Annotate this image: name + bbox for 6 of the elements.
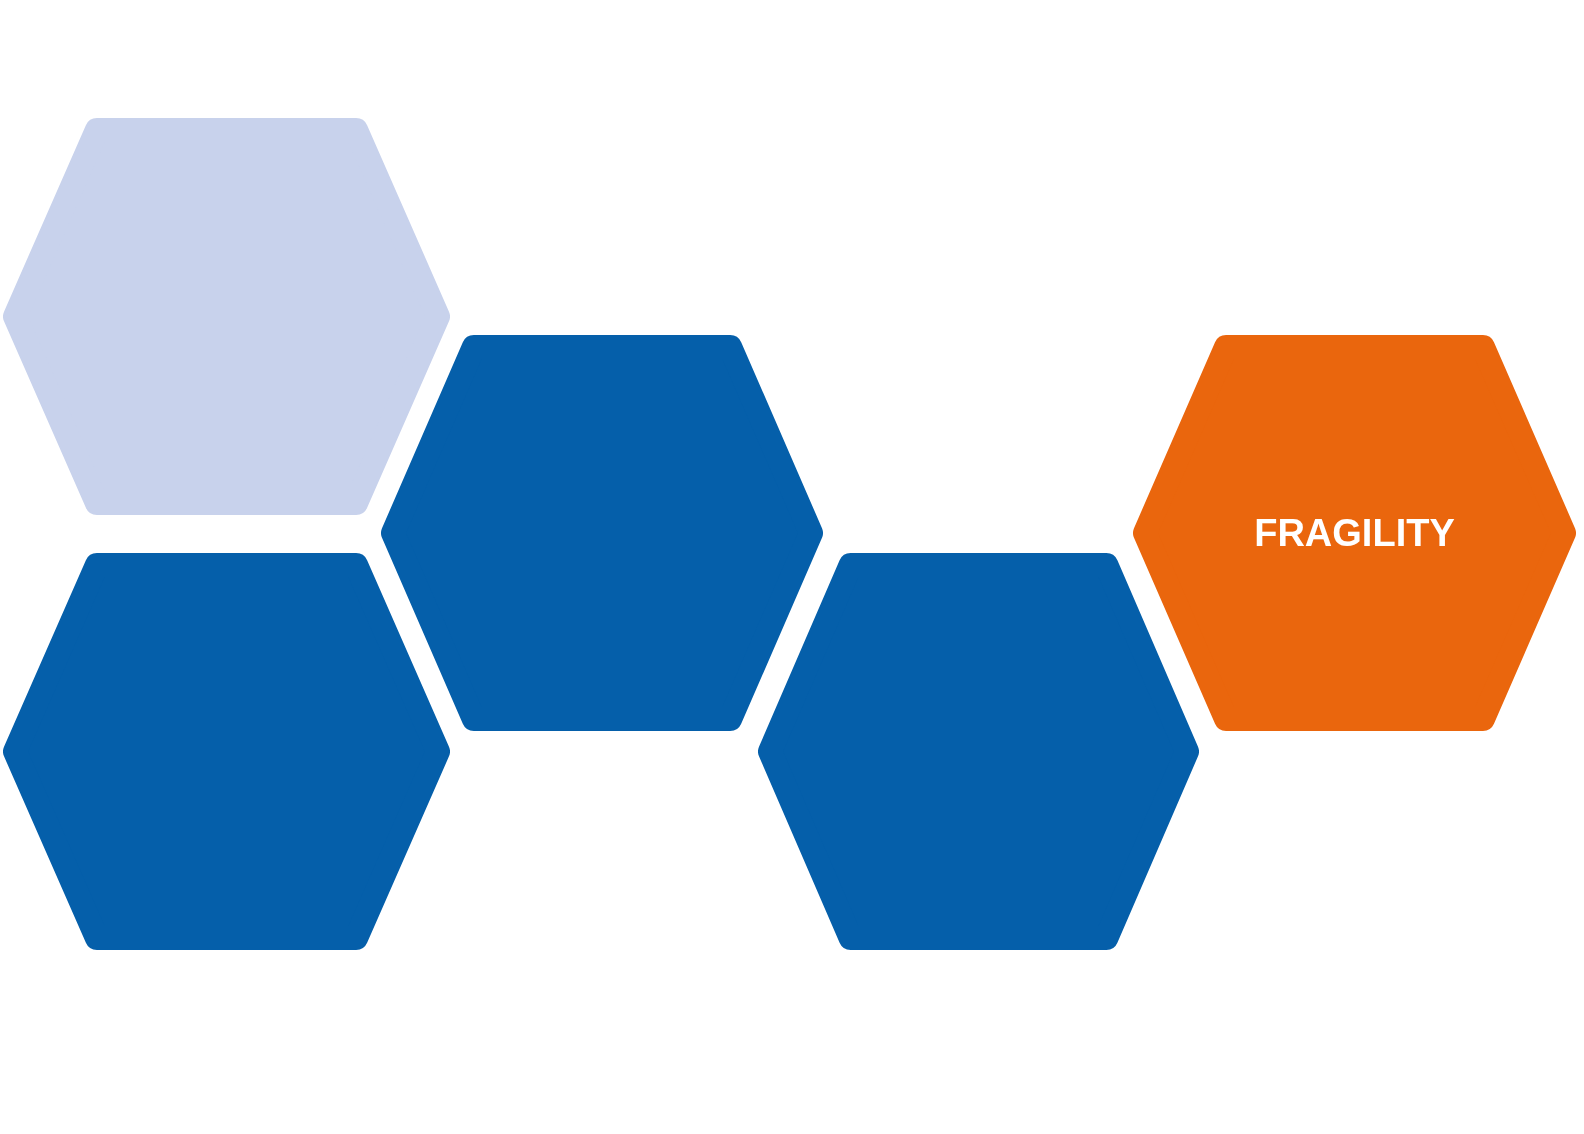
hexagon-shape: [3, 553, 450, 950]
hexagon-shape: [758, 553, 1199, 950]
hexagon-label: FRAGILITY: [1254, 511, 1455, 555]
hexagon-shape: [3, 118, 450, 515]
label-hexagon: [1133, 335, 1576, 731]
hexagon-shape: [381, 335, 823, 731]
